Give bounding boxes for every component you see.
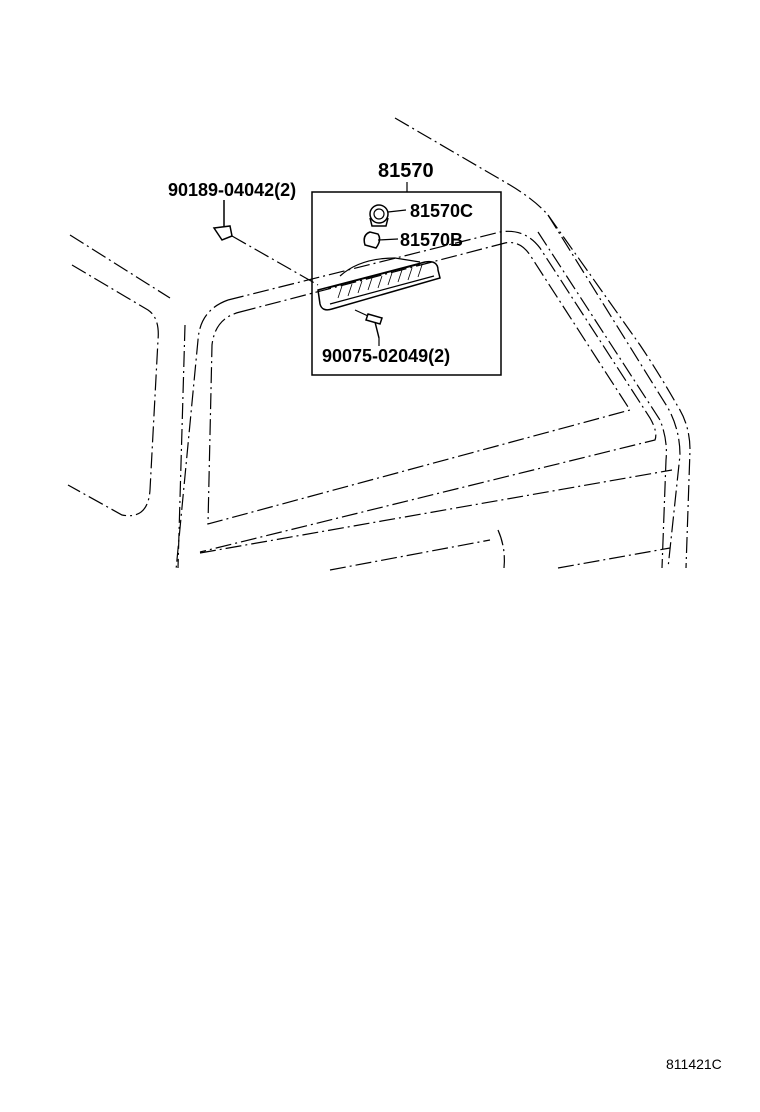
lamp-housing-icon [317, 257, 441, 311]
assembly-label: 81570 [378, 160, 434, 182]
socket-icon [369, 204, 407, 227]
socket-label: 81570C [410, 201, 473, 221]
vehicle-body-outline [67, 117, 691, 571]
screw-label: 90075-02049(2) [322, 346, 450, 366]
bulb-label: 81570B [400, 230, 463, 250]
diagram-id: 811421C [666, 1056, 722, 1072]
bulb-icon [363, 231, 399, 249]
clip-label: 90189-04042(2) [168, 180, 296, 200]
clip-icon [212, 200, 319, 286]
screw-icon [354, 309, 383, 346]
